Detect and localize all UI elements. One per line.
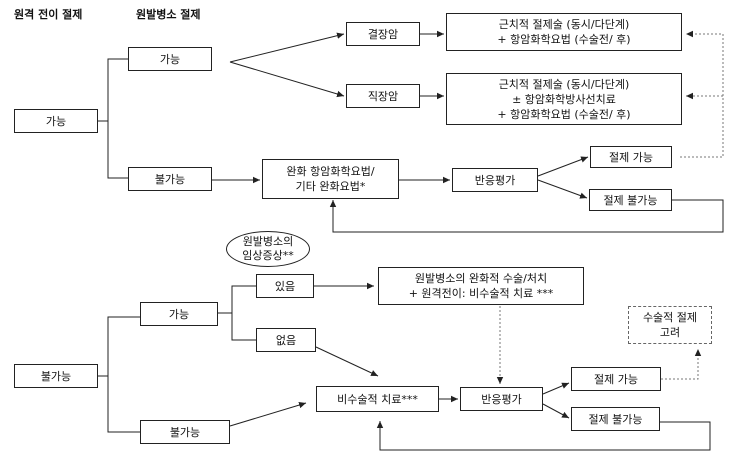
connector-feedback-top: [329, 199, 724, 233]
primary-resectable-bottom-box: 가능: [140, 302, 218, 326]
consider-surgery-line: 수술적 절제: [642, 311, 698, 324]
colon-cancer-box: 결장암: [346, 22, 420, 46]
primary-unresectable-box: 불가능: [128, 167, 212, 191]
consider-surgery-box: 수술적 절제 고려: [628, 306, 712, 344]
connector-to-rectal: [229, 61, 345, 98]
connector-eval-unresectable-bottom: [542, 403, 570, 419]
rectal-cancer-box: 직장암: [346, 84, 420, 108]
symptom-no-box: 없음: [256, 328, 316, 352]
header-metastasis-resection: 원격 전이 절제: [14, 8, 83, 21]
connector-eval-unresectable: [537, 179, 588, 199]
resectable-after-bottom-box: 절제 가능: [571, 367, 661, 391]
rectal-treatment-line: ± 항암화학방사선치료: [512, 92, 616, 106]
connector-no-nonsurgical: [315, 346, 379, 377]
rectal-treatment-line: 근치적 절제술 (동시/다단계): [498, 77, 630, 91]
connector-eval-resectable-bottom: [542, 382, 570, 395]
dotted-to-consider-surgery: [661, 349, 702, 380]
connector-bottom-split: [98, 316, 140, 433]
symptom-question-line: 임상증상**: [242, 249, 294, 262]
header-primary-resection: 원발병소 절제: [136, 8, 201, 21]
primary-unresectable-bottom-box: 불가능: [140, 420, 230, 444]
connector-top-split: [98, 58, 128, 179]
connector-primary-symptom: [218, 285, 256, 341]
palliative-chemo-line: 완화 항암화학요법/: [286, 165, 375, 178]
nonsurgical-treatment-box: 비수술적 치료***: [316, 386, 439, 412]
rectal-treatment-line: + 항암화학요법 (수술전/ 후): [497, 107, 631, 121]
connector-impossible-nonsurgical: [229, 401, 307, 427]
connector-feedback-bottom: [376, 421, 711, 451]
unresectable-after-bottom-box: 절제 불가능: [571, 407, 660, 431]
response-eval-bottom-box: 반응평가: [460, 387, 543, 411]
palliative-chemo-line: 기타 완화요법*: [295, 180, 366, 193]
palliative-surgery-line: 원발병소의 완화적 수술/처치: [414, 272, 548, 285]
connector-eval-resectable: [537, 156, 589, 177]
colon-treatment-line: 근치적 절제술 (동시/다단계): [498, 18, 630, 31]
symptom-question-oval: 원발병소의 임상증상**: [226, 231, 310, 267]
symptom-yes-box: 있음: [256, 274, 314, 298]
palliative-surgery-line: + 원격전이: 비수술적 치료 ***: [408, 287, 554, 300]
colon-treatment-line: + 항암화학요법 (수술전/ 후): [497, 33, 631, 46]
response-eval-top-box: 반응평가: [452, 168, 538, 192]
rectal-treatment-box: 근치적 절제술 (동시/다단계) ± 항암화학방사선치료 + 항암화학요법 (수…: [446, 73, 682, 125]
consider-surgery-line: 고려: [659, 326, 681, 339]
connector-to-colon: [229, 32, 345, 63]
symptom-question-line: 원발병소의: [242, 235, 294, 248]
primary-resectable-box: 가능: [128, 47, 212, 71]
metastasis-resectable-box: 가능: [14, 109, 98, 133]
palliative-surgery-box: 원발병소의 완화적 수술/처치 + 원격전이: 비수술적 치료 ***: [378, 267, 584, 305]
palliative-chemo-box: 완화 항암화학요법/ 기타 완화요법*: [262, 159, 399, 199]
metastasis-unresectable-box: 불가능: [14, 364, 98, 388]
colon-treatment-box: 근치적 절제술 (동시/다단계) + 항암화학요법 (수술전/ 후): [446, 13, 682, 51]
unresectable-after-top-box: 절제 불가능: [589, 189, 672, 211]
resectable-after-top-box: 절제 가능: [590, 146, 672, 168]
